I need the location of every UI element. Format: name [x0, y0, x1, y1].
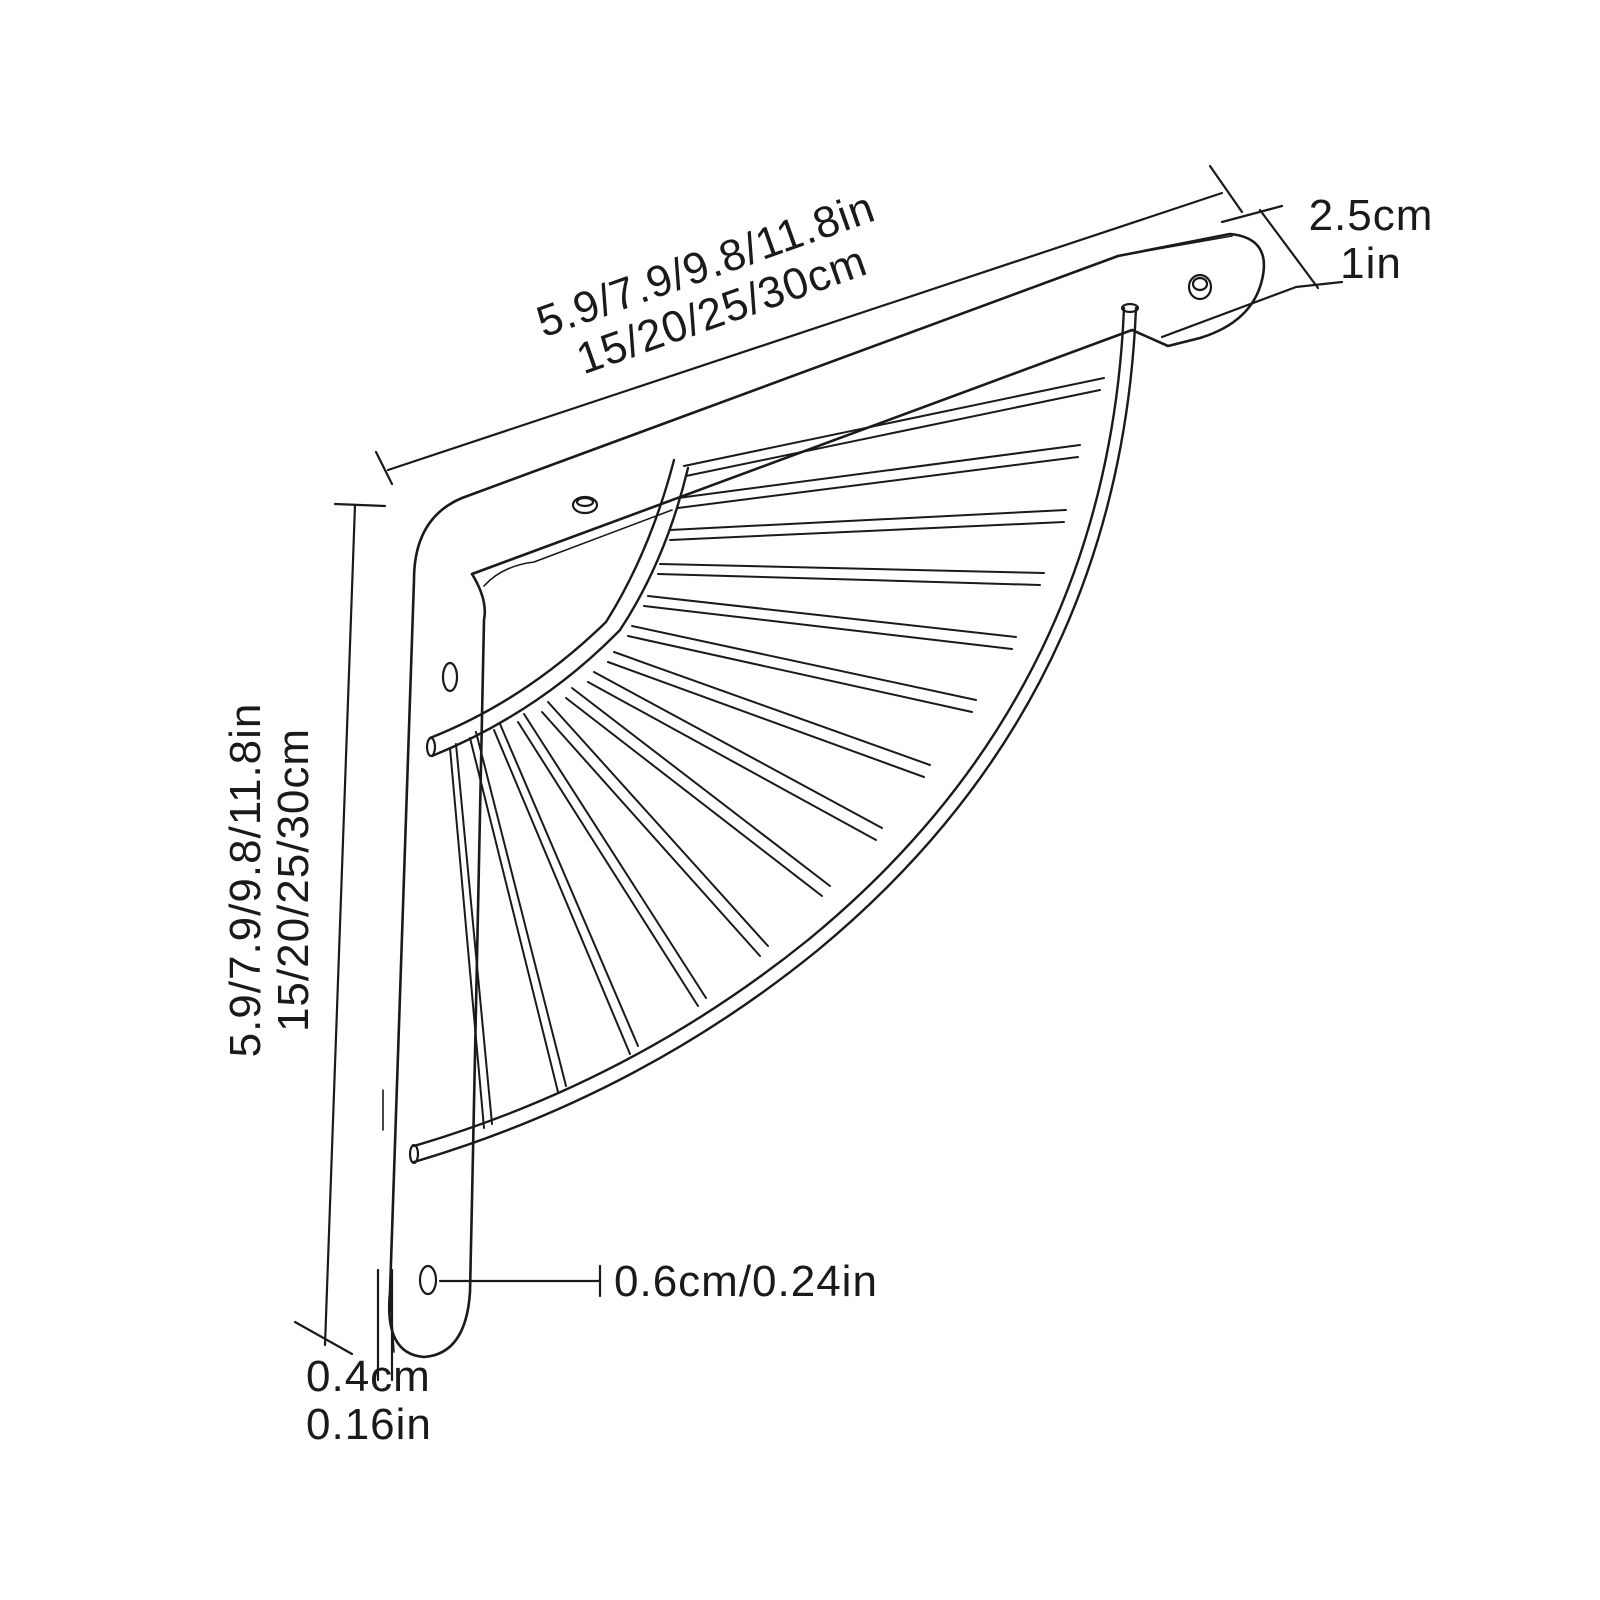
hole-diameter-label: 0.6cm/0.24in [614, 1258, 878, 1306]
bracket-base-edge [389, 1289, 395, 1353]
outer-arc-end-bottom [408, 1143, 420, 1165]
bracket-inner-corner [483, 509, 673, 587]
side-length-dimension-line [293, 502, 387, 1356]
screw-icon [1187, 273, 1213, 301]
hole-leader-line [438, 1264, 602, 1298]
inner-arc [428, 458, 676, 740]
inner-arc-end [425, 736, 437, 758]
inner-arc-inner [430, 466, 690, 758]
width-dimension-line [1160, 204, 1344, 339]
mounting-hole-bottom [418, 1264, 438, 1296]
width-label: 2.5cm 1in [1296, 192, 1446, 288]
thickness-cm: 0.4cm [306, 1352, 431, 1401]
side-length-label: 5.9/7.9/9.8/11.8in 15/20/25/30cm [221, 702, 318, 1058]
screw-hole-top-inner [575, 496, 595, 508]
bracket-inner-edge [461, 235, 1233, 499]
width-cm: 2.5cm [1308, 191, 1434, 240]
side-length-cm: 15/20/25/30cm [269, 727, 318, 1033]
thickness-in: 0.16in [306, 1400, 432, 1449]
hole-diameter-value: 0.6cm/0.24in [614, 1257, 878, 1306]
width-in: 1in [1340, 239, 1402, 288]
top-length-dimension-line [374, 164, 1244, 486]
outer-arc-inner [412, 306, 1126, 1148]
bracket-outline [387, 232, 1266, 1359]
side-length-in: 5.9/7.9/9.8/11.8in [221, 702, 270, 1058]
outer-arc-end-top [1120, 302, 1140, 314]
outer-arc [412, 306, 1138, 1164]
radial-spokes [449, 377, 1105, 1129]
mounting-hole-middle [441, 661, 459, 693]
thickness-label: 0.4cm 0.16in [306, 1353, 432, 1449]
